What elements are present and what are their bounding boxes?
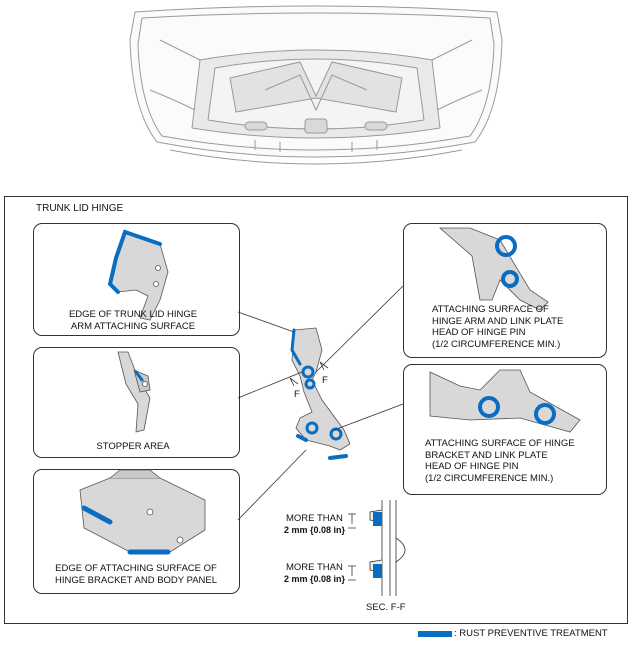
center-hinge-drawing bbox=[291, 327, 351, 451]
section-mark-f-right: F bbox=[322, 375, 328, 386]
section-upper-label-2: 2 mm {0.08 in} bbox=[284, 525, 346, 535]
callout-box-arm-link bbox=[403, 223, 607, 358]
rust-center-bracket bbox=[296, 434, 348, 460]
section-lower-label-2: 2 mm {0.08 in} bbox=[284, 574, 346, 584]
rust-pin-arm-link-1 bbox=[495, 235, 517, 257]
section-upper-label-1: MORE THAN bbox=[286, 513, 343, 524]
trunk-lid-hinge-frame bbox=[4, 196, 628, 624]
leader-bracket-edge bbox=[237, 449, 307, 521]
section-mark-f-left: F bbox=[294, 389, 300, 400]
section-caption: SEC. F-F bbox=[366, 602, 406, 613]
leader-arm-link bbox=[315, 285, 404, 373]
legend-label: : RUST PREVENTIVE TREATMENT bbox=[454, 628, 608, 639]
callout-label-arm-edge: EDGE OF TRUNK LID HINGE ARM ATTACHING SU… bbox=[68, 309, 198, 332]
leader-bracket-link bbox=[333, 403, 404, 431]
rust-center-pin-2 bbox=[304, 378, 316, 390]
stopper-drawing bbox=[117, 351, 151, 433]
rust-edge-arm bbox=[107, 229, 162, 294]
diagram-title: TRUNK LID HINGE bbox=[36, 203, 124, 214]
legend-swatch bbox=[418, 631, 452, 637]
leader-stopper bbox=[237, 371, 303, 399]
callout-label-arm-link: ATTACHING SURFACE OF HINGE ARM AND LINK … bbox=[432, 304, 564, 350]
callout-label-bracket-edge: EDGE OF ATTACHING SURFACE OF HINGE BRACK… bbox=[54, 563, 218, 586]
callout-box-stopper bbox=[33, 347, 240, 458]
rust-stopper bbox=[134, 370, 144, 382]
rust-pin-arm-link-2 bbox=[501, 270, 519, 288]
arm-link-drawing bbox=[438, 227, 549, 311]
rust-center-pin-3 bbox=[305, 421, 319, 435]
leader-arm-edge bbox=[237, 311, 295, 333]
callout-label-bracket-link: ATTACHING SURFACE OF HINGE BRACKET AND L… bbox=[425, 438, 575, 484]
section-lower-label-1: MORE THAN bbox=[286, 562, 343, 573]
rust-edge-bracket-1 bbox=[81, 505, 113, 525]
hinge-drawings bbox=[79, 227, 581, 596]
rust-pin-bracket-link-2 bbox=[534, 403, 556, 425]
trunk-lid-illustration bbox=[129, 5, 503, 165]
callout-label-stopper: STOPPER AREA bbox=[96, 441, 170, 452]
bracket-link-drawing bbox=[429, 369, 581, 433]
rust-center-pin-1 bbox=[301, 365, 315, 379]
rust-pin-bracket-link-1 bbox=[478, 396, 500, 418]
rust-center-arm bbox=[290, 328, 302, 366]
